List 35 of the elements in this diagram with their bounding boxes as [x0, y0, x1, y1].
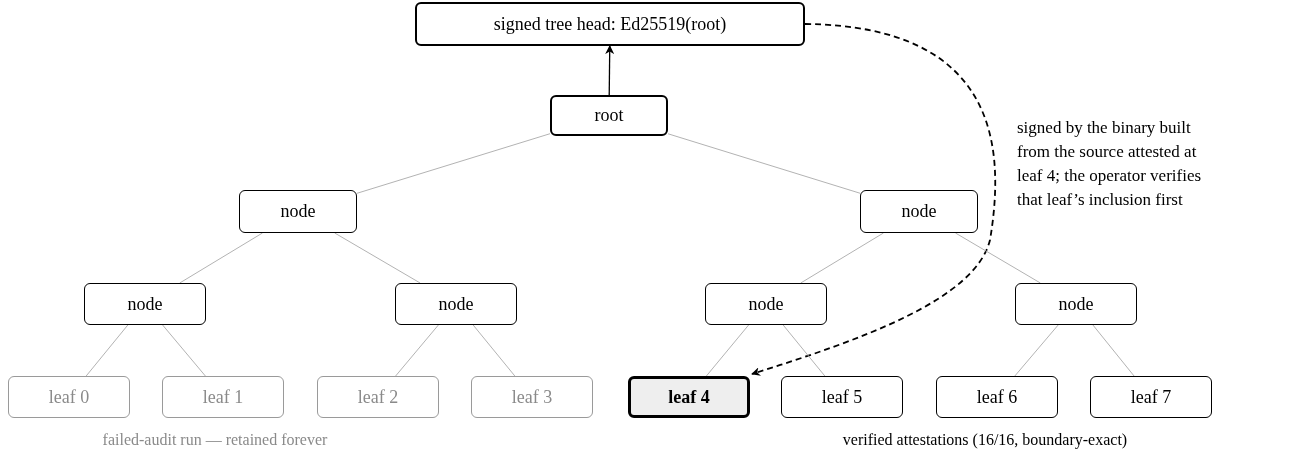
tree-node-box: leaf 2 — [317, 376, 439, 418]
tree-line — [1014, 324, 1059, 377]
tree-line — [800, 232, 884, 284]
arrow — [605, 45, 615, 96]
tree-line — [395, 324, 439, 377]
tree-node-box: node — [395, 283, 517, 325]
tree-node-box: leaf 4 — [628, 376, 750, 418]
tree-node-box: leaf 1 — [162, 376, 284, 418]
tree-node-box: node — [1015, 283, 1137, 325]
tree-line — [85, 324, 129, 377]
tree-line — [162, 324, 206, 377]
tree-line — [472, 324, 516, 377]
tree-line — [955, 232, 1041, 284]
tree-node-box: node — [84, 283, 206, 325]
tree-node-box: leaf 5 — [781, 376, 903, 418]
tree-line — [356, 133, 551, 194]
tree-line — [667, 133, 861, 194]
note-text: signed by the binary built from the source attested at leaf 4; the operator verifies that leaf’s inclusion first — [1017, 117, 1203, 211]
tree-node-box: node — [239, 190, 357, 233]
tree-node-box: leaf 3 — [471, 376, 593, 418]
tree-line — [705, 324, 750, 377]
tree-line — [334, 232, 421, 284]
tree-node-box: leaf 6 — [936, 376, 1058, 418]
dashed-arrow — [751, 23, 996, 376]
tree-line — [179, 232, 263, 284]
tree-node-box: node — [705, 283, 827, 325]
tree-line — [782, 324, 826, 377]
tree-node-box: leaf 0 — [8, 376, 130, 418]
caption-text: verified attestations (16/16, boundary-exact) — [841, 430, 1129, 451]
tree-node-box: leaf 7 — [1090, 376, 1212, 418]
signed-head-box: signed tree head: Ed25519(root) — [415, 2, 805, 46]
tree-node-box: node — [860, 190, 978, 233]
tree-line — [1092, 324, 1135, 377]
caption-text: failed-audit run — retained forever — [101, 430, 329, 450]
tree-node-box: root — [550, 95, 668, 136]
